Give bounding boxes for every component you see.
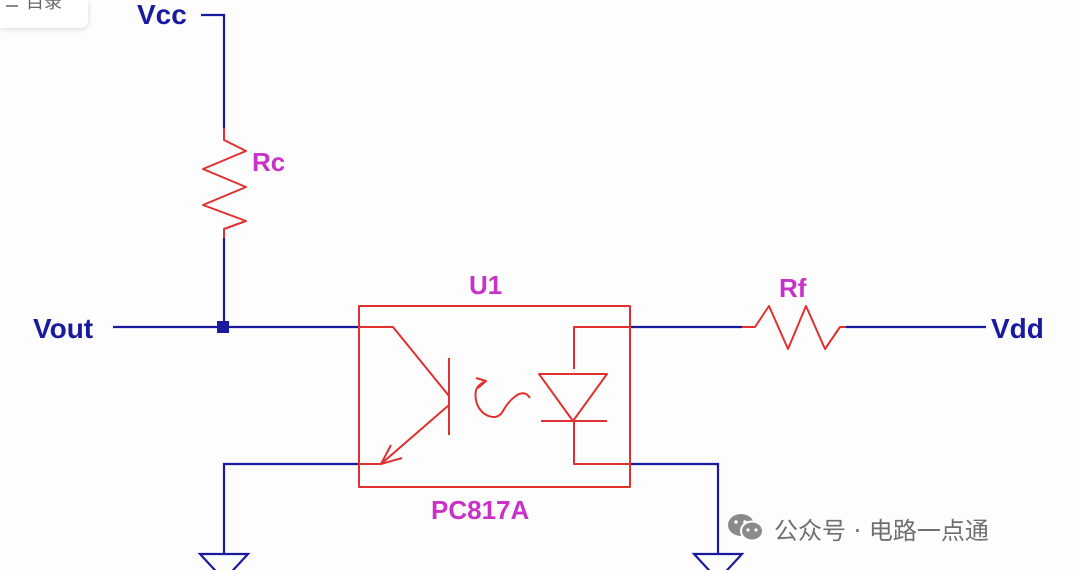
led-cathode-lead (573, 421, 630, 465)
toc-label: 目录 (26, 0, 62, 13)
net-label-vcc: Vcc (137, 0, 187, 30)
part-number-label: PC817A (431, 495, 529, 525)
transistor-emitter (380, 404, 450, 465)
ground-symbol-left (197, 552, 251, 570)
light-arrowhead (475, 377, 487, 389)
junction-dot (217, 321, 229, 333)
led-anode-lead (573, 326, 630, 369)
watermark: 公众号 · 电路一点通 (726, 510, 989, 546)
resistor-rf (742, 305, 846, 350)
wire-vcc (201, 13, 226, 128)
wechat-icon (728, 514, 764, 542)
wire-cathode-ground (630, 462, 720, 554)
component-label-rf: Rf (779, 273, 807, 303)
net-label-vdd: Vdd (991, 313, 1044, 344)
ground-symbol-right (691, 552, 745, 570)
led-triangle (538, 373, 608, 422)
transistor-collector (359, 326, 450, 397)
watermark-text: 公众号 · 电路一点通 (774, 516, 989, 545)
net-label-vout: Vout (33, 313, 93, 344)
u1-package (358, 305, 631, 488)
component-label-u1: U1 (469, 270, 502, 300)
list-icon (6, 0, 18, 7)
light-arrow (474, 381, 531, 418)
toc-button[interactable]: 目录 (0, 0, 88, 28)
component-label-rc: Rc (252, 147, 285, 177)
resistor-rc (202, 128, 247, 238)
components (202, 128, 846, 488)
wires (113, 13, 986, 570)
wire-emitter-ground (222, 462, 359, 554)
